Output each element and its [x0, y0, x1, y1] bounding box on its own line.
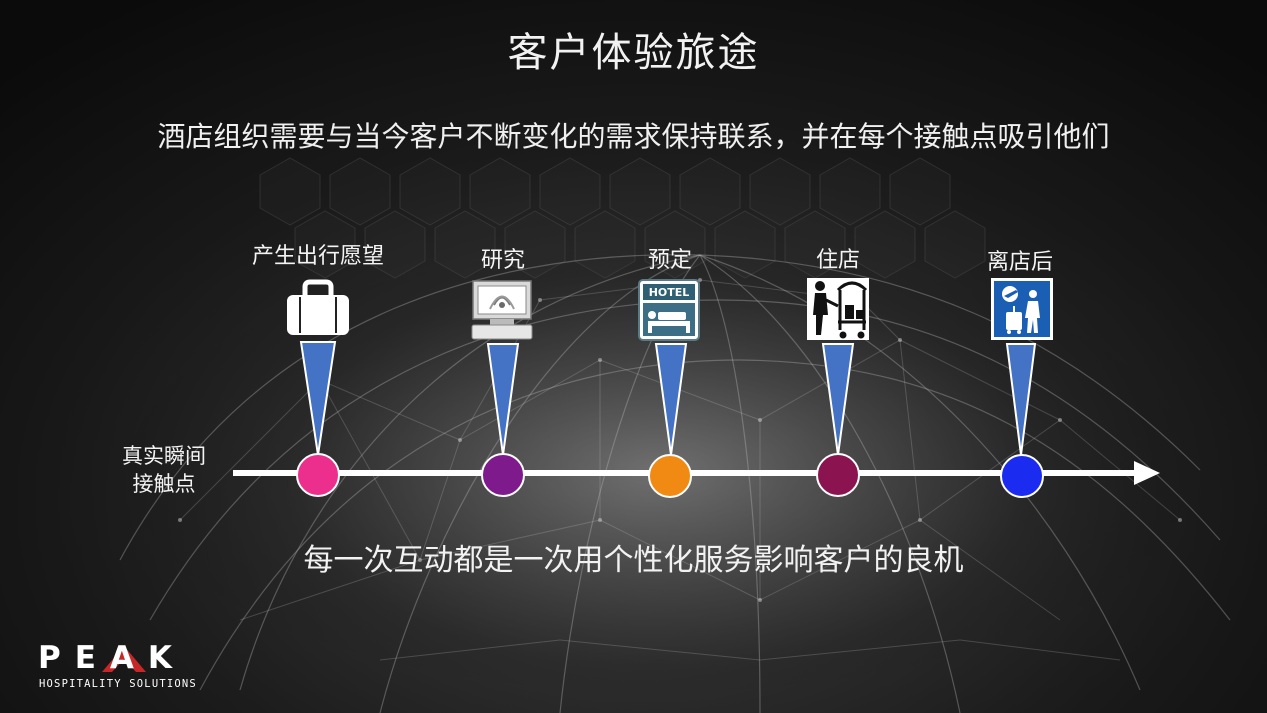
- touchpoint-axis-label: 真实瞬间 接触点: [104, 442, 224, 498]
- pin-connectors: [299, 341, 1037, 456]
- touchpoint-dot-booking: [648, 454, 692, 498]
- pin-post-stay: [1005, 343, 1037, 456]
- bellhop-cart-icon: [807, 278, 869, 340]
- computer-icon: [471, 280, 533, 340]
- page-subtitle: 酒店组织需要与当今客户不断变化的需求保持联系，并在每个接触点吸引他们: [157, 120, 1110, 153]
- touchpoint-label-line2: 接触点: [132, 472, 196, 496]
- pin-stay: [821, 343, 855, 456]
- suitcase-icon: [287, 279, 349, 335]
- pin-research: [486, 343, 520, 456]
- timeline-arrowhead: [1134, 461, 1160, 485]
- hotel-icon: [638, 279, 700, 341]
- touchpoint-dot-stay: [816, 453, 860, 497]
- peak-logo-mark: [102, 646, 146, 672]
- departure-icon: [991, 278, 1053, 340]
- logo-word-text: PEAK: [38, 640, 186, 676]
- pin-desire: [299, 341, 337, 456]
- logo-subtitle: HOSPITALITY SOLUTIONS: [39, 678, 197, 690]
- peak-logo: PEAK HOSPITALITY SOLUTIONS: [38, 640, 208, 696]
- touchpoint-label-line1: 真实瞬间: [122, 444, 206, 468]
- bottom-message: 每一次互动都是一次用个性化服务影响客户的良机: [303, 543, 964, 578]
- stage-label-booking: 预定: [647, 248, 693, 273]
- stage-label-research: 研究: [480, 248, 526, 273]
- hotel-sign-text: HOTEL: [649, 286, 690, 299]
- touchpoint-dot-research: [481, 453, 525, 497]
- page-title: 客户体验旅途: [507, 30, 760, 76]
- globe-curves: [119, 254, 1231, 713]
- pin-booking: [654, 343, 688, 456]
- logo-wordmark: PEAK: [38, 640, 186, 676]
- stage-label-post-stay: 离店后: [986, 250, 1054, 275]
- touchpoint-dot-post-stay: [1000, 454, 1044, 498]
- touchpoint-dot-desire: [296, 453, 340, 497]
- stage-label-stay: 住店: [815, 248, 861, 273]
- stage-label-desire: 产生出行愿望: [251, 244, 385, 269]
